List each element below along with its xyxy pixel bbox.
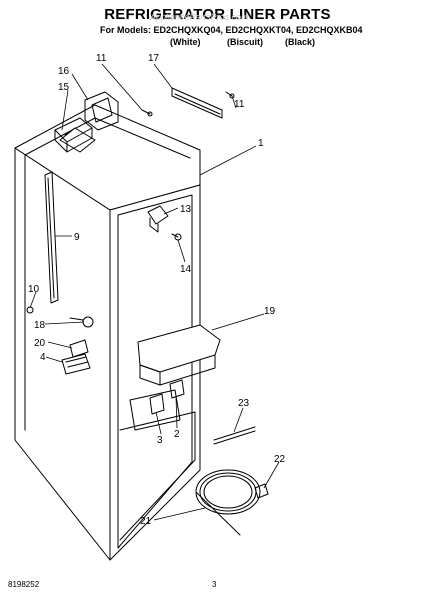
callout-4: 4 xyxy=(40,352,46,363)
callout-10: 10 xyxy=(28,284,40,295)
document-number: 8198252 xyxy=(8,580,40,589)
callout-19: 21 xyxy=(140,516,152,527)
bracket-part-13 xyxy=(147,205,169,225)
tube-part-23 xyxy=(213,426,256,441)
callout-20: 20 xyxy=(34,338,46,349)
liner-top-face xyxy=(14,104,201,211)
part-2 xyxy=(169,379,185,399)
coil-part-19 xyxy=(195,469,261,515)
page-number: 3 xyxy=(212,580,217,589)
watermark: AppliancePartsPros.com xyxy=(150,12,249,22)
liner-front-frame xyxy=(109,184,201,561)
page-title: REFRIGERATOR LINER PARTS xyxy=(104,6,331,23)
rail-part-9 xyxy=(44,171,59,304)
callout-16: 16 xyxy=(58,66,70,77)
callout-1: 1 xyxy=(258,138,264,149)
variant-biscuit: (Biscuit) xyxy=(227,37,263,47)
variant-black: (Black) xyxy=(285,37,316,47)
callout-17: 17 xyxy=(148,53,160,64)
callout-15: 15 xyxy=(58,82,70,93)
callout-11b: 11 xyxy=(234,99,245,110)
part-20 xyxy=(69,339,89,358)
part-3 xyxy=(149,393,165,415)
variant-white: (White) xyxy=(170,37,201,47)
callout-14: 14 xyxy=(180,264,192,275)
vent-part-4 xyxy=(61,353,91,375)
fitting-part-22 xyxy=(254,483,269,499)
callout-3: 3 xyxy=(157,435,163,446)
callout-13: 13 xyxy=(180,204,192,215)
callout-21: 19 xyxy=(264,306,276,317)
bracket-part-16 xyxy=(84,91,119,131)
models-line: For Models: ED2CHQXKQ04, ED2CHQXKT04, ED… xyxy=(100,25,363,35)
callout-22: 22 xyxy=(274,454,286,465)
callout-23: 23 xyxy=(238,398,250,409)
callout-11a: 11 xyxy=(96,53,107,64)
callout-2: 2 xyxy=(174,429,180,440)
callout-18: 18 xyxy=(34,320,46,331)
callout-9: 9 xyxy=(74,232,80,243)
liner-left-wall xyxy=(14,147,111,561)
bracket-part-17 xyxy=(171,87,223,119)
